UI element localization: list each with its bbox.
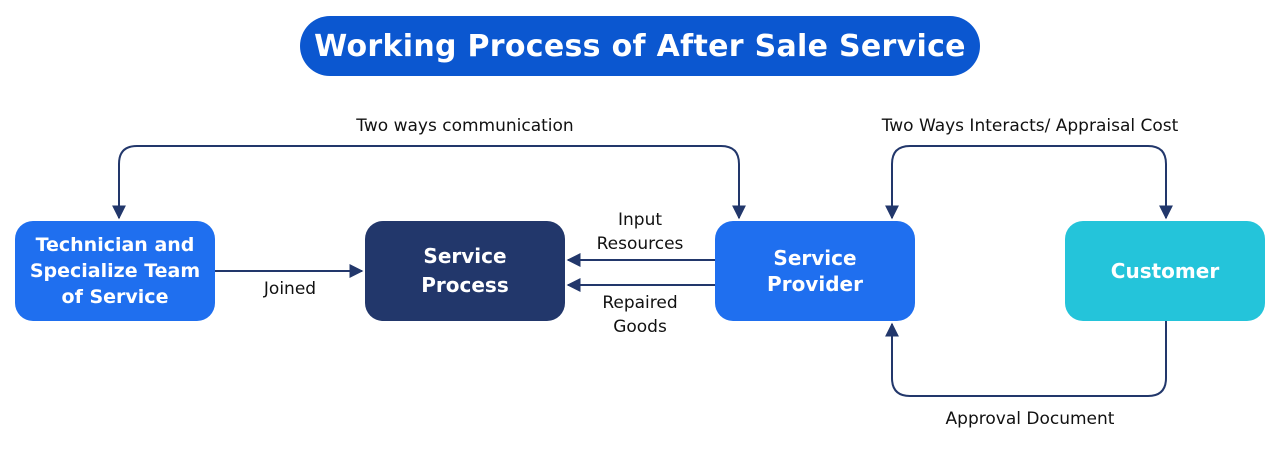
edge-label-repaired-goods: Repaired Goods — [602, 293, 678, 337]
node-service-provider: Service Provider — [715, 221, 915, 321]
node-service-provider-label: Service Provider — [767, 246, 863, 296]
edge-label-joined: Joined — [263, 279, 317, 299]
node-customer: Customer — [1065, 221, 1265, 321]
node-technician-team-label: Technician and Specialize Team of Servic… — [29, 234, 201, 308]
node-service-process: Service Process — [365, 221, 565, 321]
edge-label-two-ways-interacts: Two Ways Interacts/ Appraisal Cost — [881, 116, 1179, 136]
edge-approval-document — [885, 321, 1167, 397]
edge-label-approval-document: Approval Document — [945, 409, 1115, 429]
edge-two-ways-communication — [112, 145, 746, 220]
node-customer-label: Customer — [1110, 259, 1220, 283]
node-technician-team: Technician and Specialize Team of Servic… — [15, 221, 215, 321]
edge-two-ways-interacts — [885, 145, 1173, 220]
edge-label-input-resources: Input Resources — [596, 210, 684, 254]
edge-label-two-ways-communication: Two ways communication — [356, 116, 574, 136]
node-service-process-label: Service Process — [421, 244, 509, 297]
title-banner: Working Process of After Sale Service — [300, 16, 980, 76]
diagram-title: Working Process of After Sale Service — [314, 28, 966, 64]
